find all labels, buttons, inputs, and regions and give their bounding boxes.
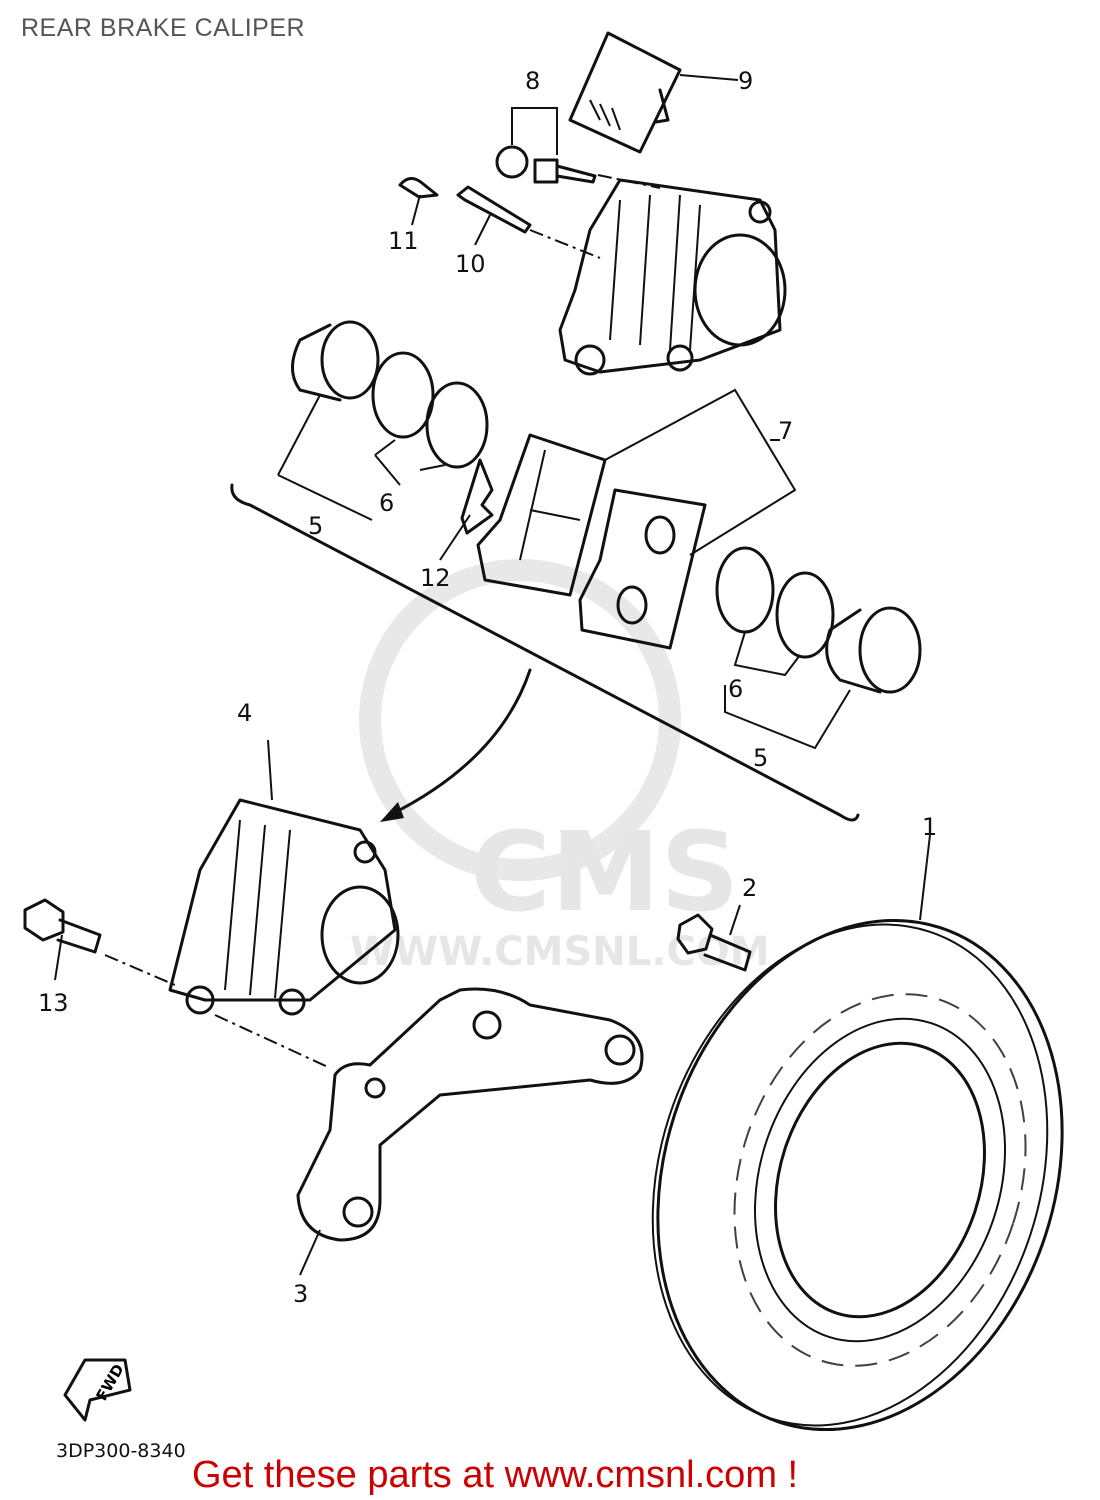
callout-5: 5	[308, 512, 323, 540]
guide-line	[214, 1014, 331, 1069]
callout-6: 6	[728, 675, 743, 703]
leader-lines	[54, 74, 931, 1276]
watermark-url: WWW.CMSNL.COM	[350, 929, 770, 975]
part-11-clip	[398, 177, 439, 199]
part-6-seal	[425, 381, 489, 469]
callout-8: 8	[525, 67, 540, 95]
kit-bracket	[230, 483, 860, 822]
part-1-brake-disc	[651, 918, 1064, 1432]
part-6-seal	[715, 546, 775, 634]
footer-link[interactable]: Get these parts at www.cmsnl.com !	[192, 1454, 799, 1496]
part-13-bolt	[23, 898, 102, 954]
part-3-caliper-bracket	[296, 987, 644, 1242]
callout-9: 9	[738, 67, 753, 95]
callout-3: 3	[293, 1280, 308, 1308]
callout-11: 11	[388, 227, 419, 255]
guide-line	[104, 954, 176, 986]
assembly-arrow	[388, 668, 532, 817]
page-title: REAR BRAKE CALIPER	[21, 14, 306, 42]
part-9-cover	[568, 31, 682, 154]
callout-12: 12	[420, 564, 451, 592]
watermark: CMS WWW.CMSNL.COM	[350, 559, 770, 975]
callouts: 1 2 3 4 5 5 6 6 7 8 9 10 11 12 13	[38, 67, 937, 1308]
part-5-piston	[291, 320, 380, 402]
callout-10: 10	[455, 250, 486, 278]
part-12-pad-spring	[460, 458, 494, 535]
diagram-part-code: 3DP300-8340	[56, 1440, 186, 1462]
part-6-seal	[775, 571, 835, 659]
part-8-bleed-screw	[495, 145, 597, 184]
callout-2: 2	[742, 874, 757, 902]
callout-6: 6	[379, 489, 394, 517]
callout-1: 1	[922, 813, 937, 841]
callout-5: 5	[753, 744, 768, 772]
callout-4: 4	[237, 699, 252, 727]
part-2-bolt	[676, 913, 752, 972]
arrow-head	[380, 802, 404, 822]
part-6-seal	[371, 351, 435, 439]
part-5-piston	[825, 606, 922, 694]
part-7-brake-pads	[476, 433, 707, 650]
watermark-logo: CMS	[470, 808, 739, 936]
part-10-pin	[456, 185, 532, 234]
callout-7: 7	[778, 417, 793, 445]
fwd-arrow-icon: FWD	[63, 1358, 132, 1422]
upper-caliper	[558, 178, 787, 376]
guide-line	[529, 229, 601, 259]
callout-13: 13	[38, 989, 69, 1017]
fwd-label: FWD	[93, 1361, 128, 1404]
part-4-caliper-assembly	[168, 798, 400, 1016]
